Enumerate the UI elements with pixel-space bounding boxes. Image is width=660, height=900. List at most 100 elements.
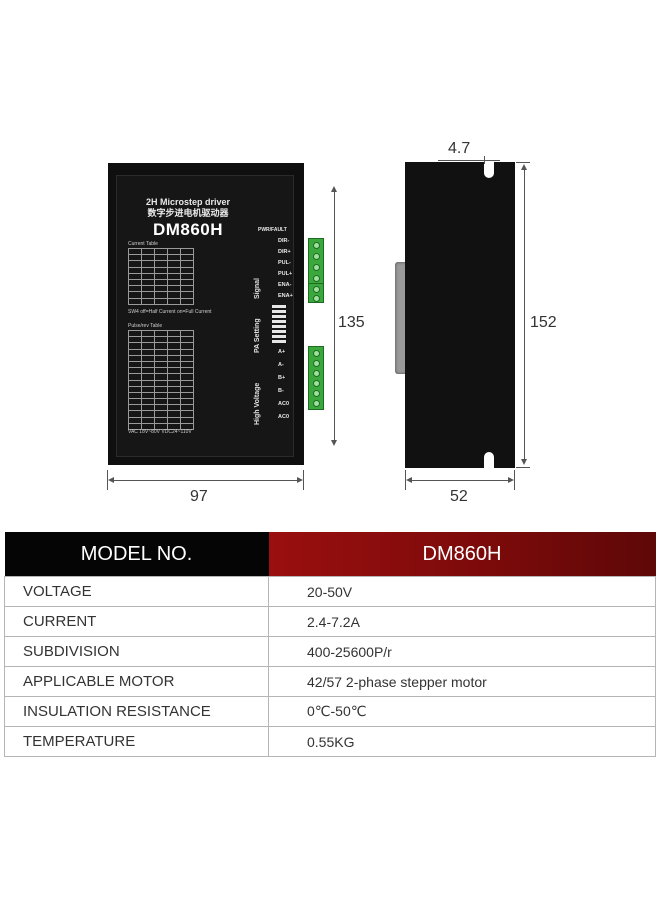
terminal-screw: [313, 390, 320, 397]
table-row: APPLICABLE MOTOR 42/57 2-phase stepper m…: [4, 666, 656, 697]
spec-table: MODEL NO. DM860H VOLTAGE 20-50V CURRENT …: [4, 532, 656, 757]
terminal-screw: [313, 242, 320, 249]
spec-key: APPLICABLE MOTOR: [4, 666, 269, 697]
terminal-screw: [313, 350, 320, 357]
dim-arrow-up: [521, 164, 527, 170]
spec-value: 400-25600P/r: [268, 636, 656, 667]
mini-table-row: [128, 422, 194, 431]
dim-line-side-height: [524, 168, 525, 462]
spec-header-key: MODEL NO.: [4, 532, 269, 577]
spec-header-row: MODEL NO. DM860H: [4, 532, 656, 577]
dim-depth-label: 52: [450, 488, 468, 505]
dim-ext-line: [516, 467, 530, 468]
dim-line-depth: [410, 480, 510, 481]
current-table: [128, 247, 194, 305]
driver-title: 2H Microstep driver: [145, 197, 231, 207]
pin-label: A-: [278, 362, 284, 368]
dim-slot-label: 4.7: [448, 140, 471, 157]
mini-table-row: [128, 379, 194, 387]
high-voltage-label: High Voltage: [254, 382, 261, 425]
spec-key: CURRENT: [4, 606, 269, 637]
dip-switch-lever: [272, 320, 286, 323]
table-row: SUBDIVISION 400-25600P/r: [4, 636, 656, 667]
pin-label: ENA-: [278, 282, 292, 288]
mini-table-cell: [141, 297, 155, 305]
sw-note: SW4 off=Half Current on=Full Current: [128, 309, 212, 315]
terminal-screw: [313, 253, 320, 260]
terminal-screw: [313, 400, 320, 407]
table-row: CURRENT 2.4-7.2A: [4, 606, 656, 637]
pulse-table-caption: Pulse/rev Table: [128, 323, 163, 329]
dip-switch-lever: [272, 315, 286, 318]
dim-height-label: 135: [338, 314, 365, 332]
table-row: INSULATION RESISTANCE 0℃-50℃: [4, 696, 656, 727]
mount-slot-bottom: [484, 452, 494, 474]
spec-value: 20-50V: [268, 576, 656, 607]
voltage-footer: VAC 18V~80V VDC24~110V: [128, 429, 192, 435]
dim-ext-line: [516, 162, 530, 163]
dip-switch-lever: [272, 330, 286, 333]
mini-table-cell: [154, 297, 168, 305]
power-terminal-block: [308, 346, 324, 410]
terminal-screw: [313, 264, 320, 271]
spec-header-value: DM860H: [268, 532, 656, 577]
dim-ext-line: [107, 470, 108, 490]
pin-label: A+: [278, 349, 286, 355]
mini-table-cell: [180, 422, 194, 431]
pulse-table: [128, 329, 194, 431]
signal-terminal-block: [308, 238, 324, 286]
driver-side-view: [405, 156, 515, 474]
pin-label: AC0: [278, 401, 290, 407]
mini-table-cell: [167, 297, 181, 305]
terminal-screw: [313, 275, 320, 282]
pin-label: B-: [278, 388, 284, 394]
dim-ext-line: [405, 470, 406, 490]
spec-value: 2.4-7.2A: [268, 606, 656, 637]
mini-table-row: [128, 247, 194, 256]
terminal-screw: [313, 380, 320, 387]
spec-value: 42/57 2-phase stepper motor: [268, 666, 656, 697]
dim-arrow-down: [521, 459, 527, 465]
pin-label: DIR-: [278, 238, 290, 244]
dim-arrow-right: [508, 477, 514, 483]
power-pin-labels: A+ A- B+ B- AC0 AC0: [278, 349, 289, 427]
dim-line-height: [334, 190, 335, 444]
dim-arrow-left: [406, 477, 412, 483]
dim-line-width: [112, 480, 300, 481]
dim-width-label: 97: [190, 488, 208, 505]
dim-ext-line: [303, 470, 304, 490]
pwr-fault-label: PWR/FAULT: [258, 227, 287, 233]
dip-switch: [272, 305, 286, 343]
pin-label: ENA+: [278, 293, 293, 299]
spec-key: TEMPERATURE: [4, 726, 269, 757]
driver-subtitle: 数字步进电机驱动器: [147, 208, 229, 218]
driver-model-label: DM860H: [152, 220, 224, 239]
spec-value: 0.55KG: [268, 726, 656, 757]
spec-key: SUBDIVISION: [4, 636, 269, 667]
dim-ext-line: [484, 156, 485, 164]
dim-arrow-right: [297, 477, 303, 483]
pin-label: PUL-: [278, 260, 291, 266]
dip-switch-lever: [272, 310, 286, 313]
mini-table-row: [128, 373, 194, 381]
dip-switch-lever: [272, 325, 286, 328]
dip-switch-lever: [272, 335, 286, 338]
pin-label: PUL+: [278, 271, 293, 277]
pin-label: B+: [278, 375, 286, 381]
current-table-caption: Current Table: [128, 241, 158, 247]
mini-table-row: [128, 297, 194, 305]
mini-table-cell: [180, 297, 194, 305]
mount-slot-top: [484, 156, 494, 178]
dim-ext-line: [514, 470, 515, 490]
signal-pin-labels: DIR- DIR+ PUL- PUL+ ENA- ENA+: [278, 238, 293, 304]
mini-table-cell: [128, 297, 142, 305]
pa-setting-label: PA Setting: [254, 318, 261, 353]
spec-key: INSULATION RESISTANCE: [4, 696, 269, 727]
table-row: VOLTAGE 20-50V: [4, 576, 656, 607]
driver-front-view: 2H Microstep driver 数字步进电机驱动器 DM860H Cur…: [108, 163, 304, 465]
terminal-screw: [313, 370, 320, 377]
dim-arrow-left: [108, 477, 114, 483]
dip-switch-lever: [272, 305, 286, 308]
spec-key: VOLTAGE: [4, 576, 269, 607]
terminal-screw: [313, 360, 320, 367]
